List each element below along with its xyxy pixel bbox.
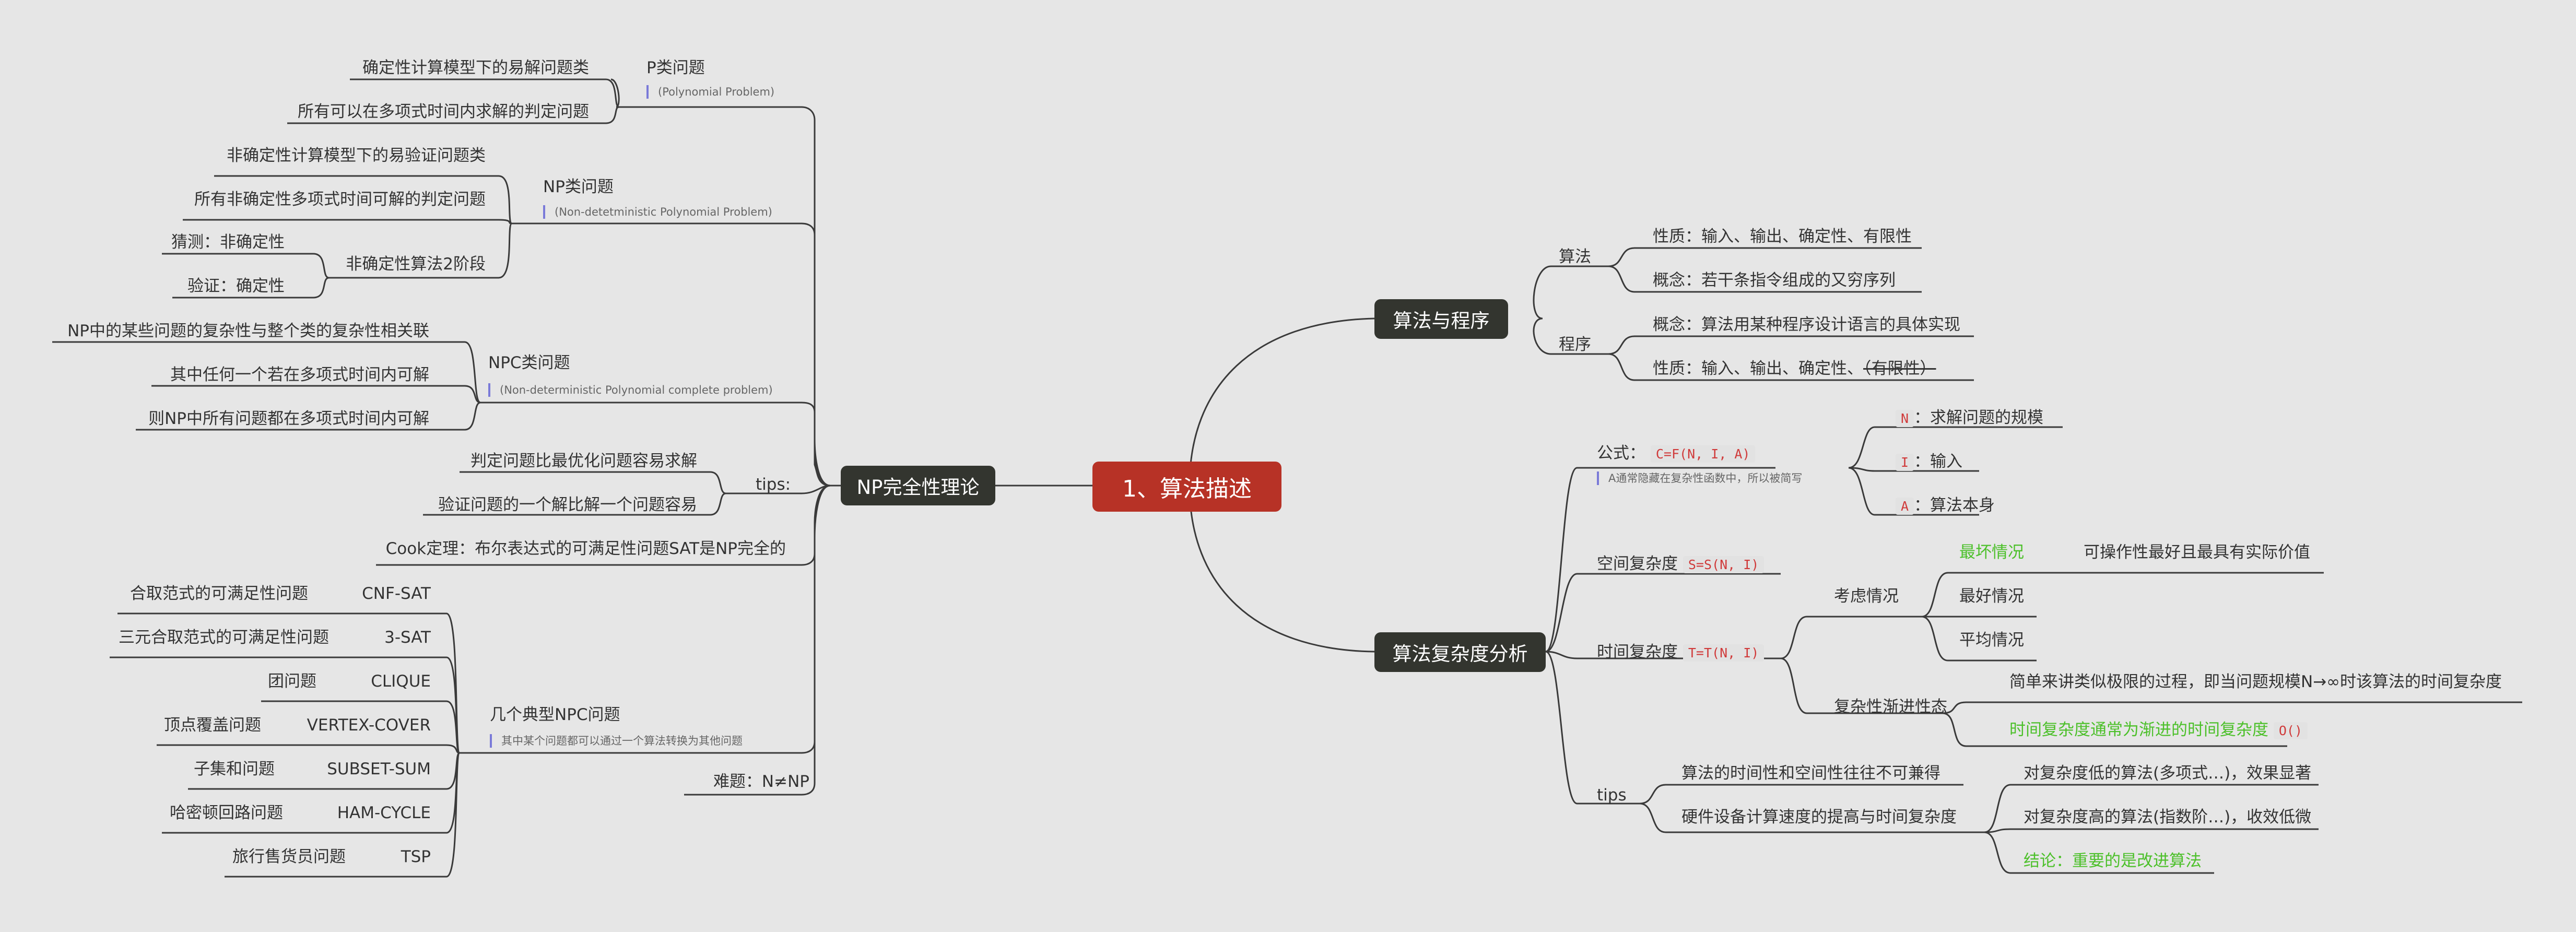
tip-sub-1[interactable]: 对复杂度低的算法(多项式…)，效果显著: [2024, 764, 2312, 783]
problem-name[interactable]: 团问题: [268, 672, 316, 691]
np-guess[interactable]: 猜测：非确定性: [171, 233, 285, 252]
branch-label: NP完全性理论: [856, 476, 980, 499]
program-nature[interactable]: 性质：输入、输出、确定性、（有限性）: [1653, 358, 1936, 379]
case-worst[interactable]: 最坏情况: [1959, 543, 2024, 562]
root-label: 1、算法描述: [1122, 476, 1252, 502]
tip-2[interactable]: 硬件设备计算速度的提高与时间复杂度: [1681, 808, 1957, 827]
topic-asymptotic[interactable]: 复杂性渐进性态: [1834, 698, 1947, 716]
formula-item-text: ：求解问题的规模: [1914, 408, 2044, 427]
formula-item-code: N: [1896, 410, 1914, 427]
np-verify[interactable]: 验证：确定性: [187, 277, 285, 296]
formula-item-code: A: [1896, 498, 1914, 515]
problem-name[interactable]: 合取范式的可满足性问题: [130, 584, 308, 603]
root-node[interactable]: 1、算法描述: [1092, 462, 1281, 512]
asymptotic-conclusion[interactable]: 时间复杂度通常为渐进的时间复杂度 O(): [2009, 719, 2308, 741]
tip-1[interactable]: 算法的时间性和空间性往往不可兼得: [1681, 764, 1940, 783]
problem-code[interactable]: SUBSET-SUM: [327, 760, 431, 778]
program-nature-text: 性质：输入、输出、确定性、: [1653, 359, 1863, 378]
formula-item-text: ：算法本身: [1914, 496, 1995, 515]
np-desc-1[interactable]: 非确定性计算模型下的易验证问题类: [227, 146, 486, 165]
program-concept[interactable]: 概念：算法用某种程序设计语言的具体实现: [1653, 315, 1960, 334]
typical-npc-note: 其中某个问题都可以通过一个算法转换为其他问题: [490, 734, 743, 748]
topic-time-complexity[interactable]: 时间复杂度 T=T(N, I): [1597, 642, 1765, 664]
topic-typical-npc[interactable]: 几个典型NPC问题: [490, 705, 620, 724]
np-class-note: (Non-detetministic Polynomial Problem): [543, 205, 772, 219]
asymptotic-conclusion-text: 时间复杂度通常为渐进的时间复杂度: [2009, 721, 2268, 739]
branch-complexity[interactable]: 算法复杂度分析: [1374, 632, 1546, 672]
npc-desc-2[interactable]: 其中任何一个若在多项式时间内可解: [170, 365, 429, 384]
npc-class-note: (Non-deterministic Polynomial complete p…: [488, 383, 773, 397]
cook-theorem[interactable]: Cook定理：布尔表达式的可满足性问题SAT是NP完全的: [385, 539, 786, 558]
topic-npc-tips[interactable]: tips:: [756, 475, 791, 494]
npc-desc-3[interactable]: 则NP中所有问题都在多项式时间内可解: [148, 409, 429, 428]
problem-name[interactable]: 子集和问题: [194, 760, 275, 778]
hard-problem[interactable]: 难题：N≠NP: [713, 772, 809, 791]
branch-npc[interactable]: NP完全性理论: [841, 466, 995, 505]
formula-note: A通常隐藏在复杂性函数中，所以被简写: [1597, 471, 1802, 485]
algorithm-nature[interactable]: 性质：输入、输出、确定性、有限性: [1653, 227, 1912, 246]
npc-desc-1[interactable]: NP中的某些问题的复杂性与整个类的复杂性相关联: [67, 322, 429, 340]
problem-code[interactable]: VERTEX-COVER: [307, 716, 431, 735]
case-average[interactable]: 平均情况: [1959, 631, 2024, 650]
topic-algorithm[interactable]: 算法: [1559, 247, 1591, 266]
formula-item-text: ：输入: [1914, 452, 1963, 471]
problem-code[interactable]: CLIQUE: [371, 672, 431, 691]
np-two-stage[interactable]: 非确定性算法2阶段: [346, 255, 486, 274]
formula-item-code: I: [1896, 454, 1914, 471]
problem-name[interactable]: 三元合取范式的可满足性问题: [119, 628, 329, 647]
topic-npc-class[interactable]: NPC类问题: [488, 353, 570, 372]
formula-label: 公式：: [1597, 444, 1645, 463]
branch-label: 算法复杂度分析: [1392, 643, 1528, 665]
branch-algo-program[interactable]: 算法与程序: [1374, 299, 1508, 339]
topic-program[interactable]: 程序: [1559, 335, 1591, 354]
topic-np-class[interactable]: NP类问题: [543, 178, 614, 196]
topic-formula[interactable]: 公式： C=F(N, I, A): [1597, 443, 1756, 465]
topic-cases[interactable]: 考虑情况: [1834, 587, 1899, 606]
formula-code: C=F(N, I, A): [1650, 445, 1756, 463]
problem-code[interactable]: 3-SAT: [384, 628, 431, 647]
tip-sub-2[interactable]: 对复杂度高的算法(指数阶…)，收效低微: [2024, 808, 2312, 827]
npc-tip-1[interactable]: 判定问题比最优化问题容易求解: [470, 452, 697, 470]
problem-code[interactable]: TSP: [401, 847, 431, 866]
topic-p-class[interactable]: P类问题: [646, 58, 705, 77]
problem-name[interactable]: 顶点覆盖问题: [164, 716, 261, 735]
p-class-note: (Polynomial Problem): [646, 85, 774, 99]
asymptotic-desc[interactable]: 简单来讲类似极限的过程，即当问题规模N→∞时该算法的时间复杂度: [2009, 673, 2502, 691]
algorithm-concept[interactable]: 概念：若干条指令组成的又穷序列: [1653, 271, 1896, 290]
problem-name[interactable]: 旅行售货员问题: [232, 847, 346, 866]
space-label: 空间复杂度: [1597, 555, 1678, 573]
np-desc-2[interactable]: 所有非确定性多项式时间可解的判定问题: [194, 190, 486, 209]
formula-item-a[interactable]: A：算法本身: [1896, 495, 1995, 517]
npc-tip-2[interactable]: 验证问题的一个解比解一个问题容易: [438, 496, 697, 514]
time-label: 时间复杂度: [1597, 643, 1678, 662]
problem-name[interactable]: 哈密顿回路问题: [170, 804, 283, 822]
problem-code[interactable]: CNF-SAT: [362, 584, 431, 603]
formula-item-i[interactable]: I：输入: [1896, 451, 1962, 473]
case-worst-note[interactable]: 可操作性最好且最具有实际价值: [2084, 543, 2310, 562]
time-code: T=T(N, I): [1683, 644, 1765, 662]
asymptotic-code: O(): [2273, 722, 2308, 739]
topic-space-complexity[interactable]: 空间复杂度 S=S(N, I): [1597, 553, 1765, 575]
space-code: S=S(N, I): [1683, 556, 1765, 573]
p-desc-2[interactable]: 所有可以在多项式时间内求解的判定问题: [298, 102, 589, 121]
program-nature-struck: （有限性）: [1863, 359, 1936, 378]
formula-item-n[interactable]: N：求解问题的规模: [1896, 407, 2043, 429]
problem-code[interactable]: HAM-CYCLE: [337, 804, 431, 822]
branch-label: 算法与程序: [1393, 310, 1490, 332]
tip-conclusion[interactable]: 结论：重要的是改进算法: [2024, 852, 2202, 870]
case-best[interactable]: 最好情况: [1959, 587, 2024, 606]
p-desc-1[interactable]: 确定性计算模型下的易解问题类: [362, 58, 589, 77]
topic-tips[interactable]: tips: [1597, 786, 1627, 805]
